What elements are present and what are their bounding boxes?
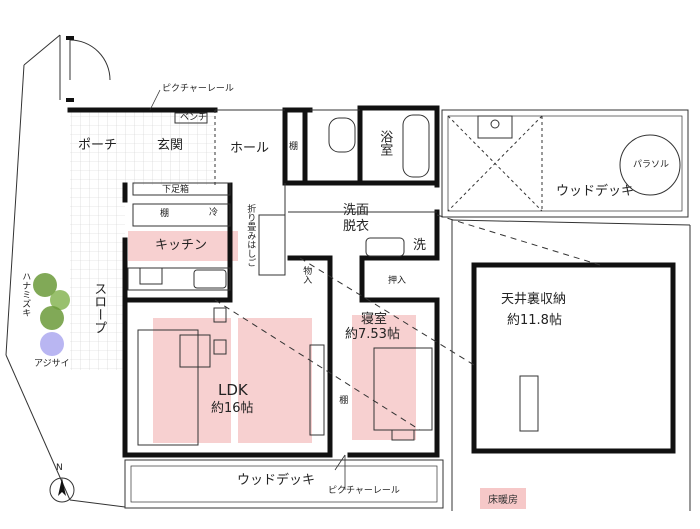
north-arrow-icon (49, 477, 75, 503)
shoe-box: 下足箱 (162, 185, 190, 195)
room-entrance: 玄関 (157, 138, 184, 153)
porch-tiles (70, 110, 215, 370)
legend-floor-heating: 床暖房 (480, 488, 526, 509)
wood-deck-upper (441, 109, 689, 218)
entry-gate (66, 36, 111, 102)
wood-deck-upper-label: ウッドデッキ (556, 184, 635, 199)
bedroom-size: 約7.53帖 (345, 327, 400, 342)
room-hall: ホール (230, 141, 270, 156)
room-kitchen: キッチン (155, 238, 208, 253)
storage-label: 物入 (301, 266, 312, 284)
picture-rail-bottom: ピクチャーレール (328, 486, 400, 496)
shelf-kitchen: 棚 (160, 209, 170, 219)
parasol-label: パラソル (633, 160, 670, 170)
attic-name: 天井裏収納 (501, 292, 567, 307)
wood-deck-lower-label: ウッドデッキ (237, 473, 316, 488)
closet-label: 押入 (388, 276, 407, 286)
room-bath: 浴室 (377, 130, 393, 156)
shelf-hall: 棚 (289, 142, 299, 152)
walls (67, 105, 676, 458)
compass-letter: N (56, 463, 63, 473)
fridge-label: 冷 (209, 208, 219, 218)
ldk-size: 約16帖 (211, 401, 254, 416)
folding-ladder: 折り畳みはしご (245, 204, 256, 267)
plant-ajisai-label: アジサイ (34, 359, 70, 369)
wash-label: 洗 (413, 238, 427, 253)
floor-heating-zones (128, 231, 416, 443)
attic-size: 約11.8帖 (507, 313, 562, 328)
picture-rail-leaders (149, 89, 346, 490)
picture-rail-top: ピクチャーレール (162, 84, 234, 94)
bench-label: ベンチ (180, 113, 208, 123)
site-boundary (5, 34, 691, 511)
interior-lines (127, 109, 539, 446)
ldk-name: LDK (218, 381, 248, 399)
attic-dashes (214, 214, 601, 431)
plant-hanamizuki-label: ハナミズキ (20, 272, 31, 317)
slope-label: スロープ (91, 282, 107, 334)
bedroom-name: 寝室 (361, 312, 388, 327)
room-washroom: 洗面 脱衣 (343, 203, 370, 235)
plant-ajisai-icon (40, 332, 64, 356)
shelf-ldk: 棚 (337, 395, 348, 404)
wood-deck-lower (124, 459, 444, 509)
plant-hanamizuki-icon (33, 273, 70, 330)
room-porch: ポーチ (78, 138, 118, 153)
